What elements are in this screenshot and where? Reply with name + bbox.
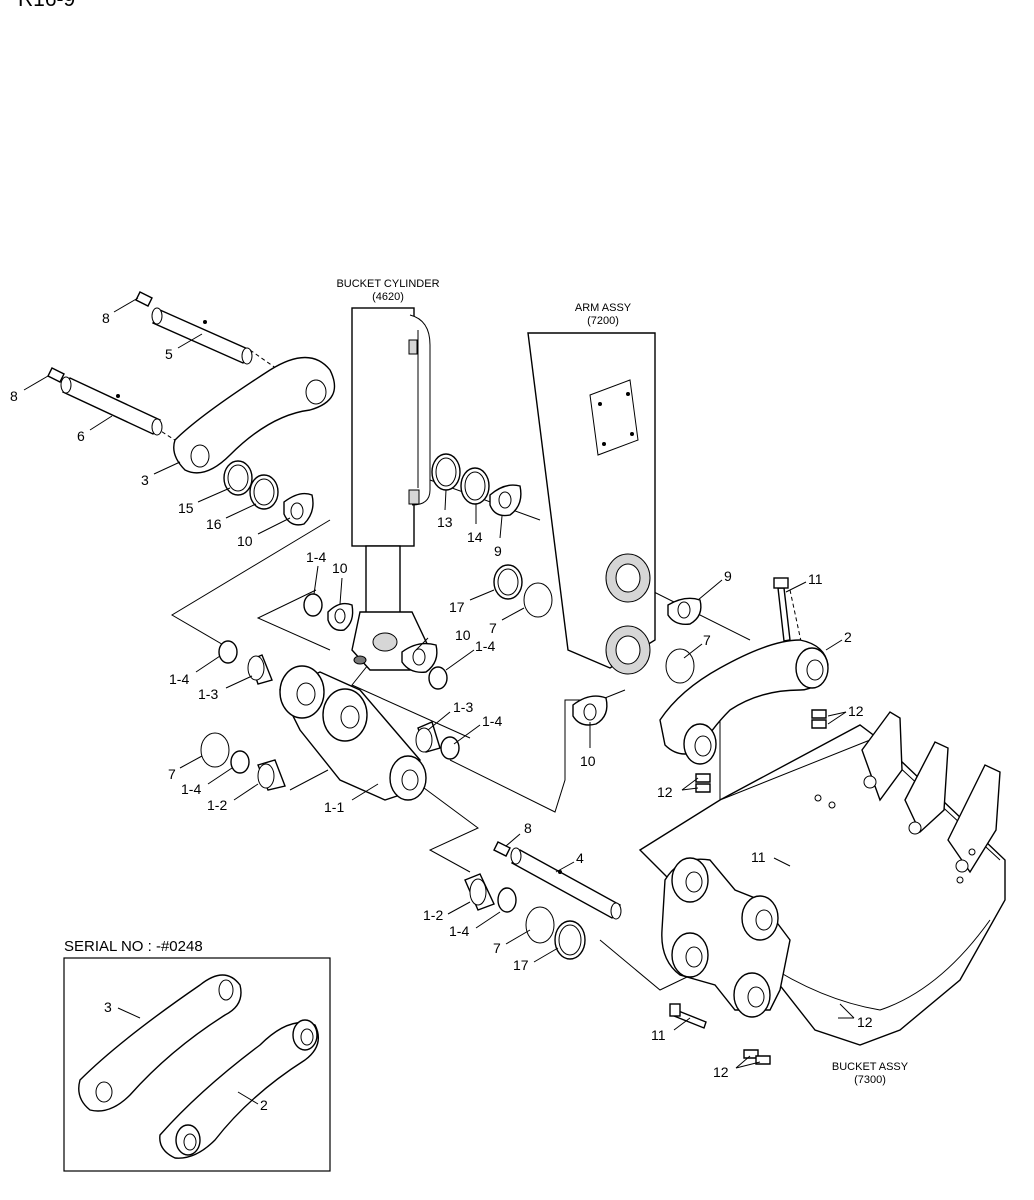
part-label: 1-3 [453,699,473,715]
part-label: 10 [455,627,471,643]
part-label: 12 [857,1014,873,1030]
part-label: 1-4 [449,923,469,939]
part-label: 1-4 [181,781,201,797]
pin-5 [135,291,253,365]
arm-assy-code: (7200) [587,315,619,327]
page-code: R16-9 [18,0,75,12]
part-label: 11 [751,849,766,865]
part-label: 1-1 [324,799,344,815]
part-label: 1-4 [169,671,189,687]
part-label: 8 [102,310,110,326]
part-label: 6 [77,428,85,444]
part-label: 8 [524,820,532,836]
bucket-cylinder-label: BUCKET CYLINDER [336,278,439,290]
bucket-cylinder-code: (4620) [372,291,404,303]
pin-6 [47,367,163,436]
part-label: 9 [494,543,502,559]
rings-13-14-9 [431,453,522,517]
part-label: 1-4 [306,549,326,565]
part-label: 15 [178,500,194,516]
bucket-assembly [638,711,1006,1046]
bucket-cylinder [351,307,431,671]
part-label: 16 [206,516,222,532]
part-label: 12 [848,703,864,719]
link-2 [572,597,829,765]
part-label: 10 [237,533,253,549]
part-label: 12 [657,784,673,800]
part-label: 2 [844,629,852,645]
arm-assembly [527,332,656,675]
link-3 [173,356,336,474]
part-label: 3 [141,472,149,488]
part-label: 17 [449,599,465,615]
part-label: 4 [576,850,584,866]
bucket-assy-label: BUCKET ASSY [832,1061,909,1073]
part-label: 1-4 [482,713,502,729]
part-label: 11 [808,571,823,587]
part-label: 1-2 [207,797,227,813]
part-label: 1-2 [423,907,443,923]
part-label: 11 [651,1027,666,1043]
part-label: 7 [493,940,501,956]
bucket-assy-code: (7300) [854,1074,886,1086]
part-label: 12 [713,1064,729,1080]
rings-mid [303,564,553,690]
part-label-group: 8 5 8 6 3 15 16 10 13 14 9 1-4 10 17 7 1… [10,297,873,1080]
rings-lower [464,873,586,960]
part-label: 1-4 [475,638,495,654]
part-label: 14 [467,529,483,545]
part-label: 10 [332,560,348,576]
inset-label: 3 [104,999,112,1015]
part-label: 5 [165,346,173,362]
serial-inset: SERIAL NO : -#0248 3 2 [63,938,331,1172]
arm-assy-label: ARM ASSY [575,302,632,314]
part-label: 10 [580,753,596,769]
part-label: 13 [437,514,453,530]
rings-upper-left [223,460,314,526]
part-label: 7 [168,766,176,782]
inset-title: SERIAL NO : -#0248 [64,938,203,955]
part-label: 7 [703,632,711,648]
part-label: 17 [513,957,529,973]
link-1-1 [200,640,460,801]
part-label: 7 [489,620,497,636]
inset-label: 2 [260,1097,268,1113]
part-label: 1-3 [198,686,218,702]
part-label: 8 [10,388,18,404]
part-label: 9 [724,568,732,584]
